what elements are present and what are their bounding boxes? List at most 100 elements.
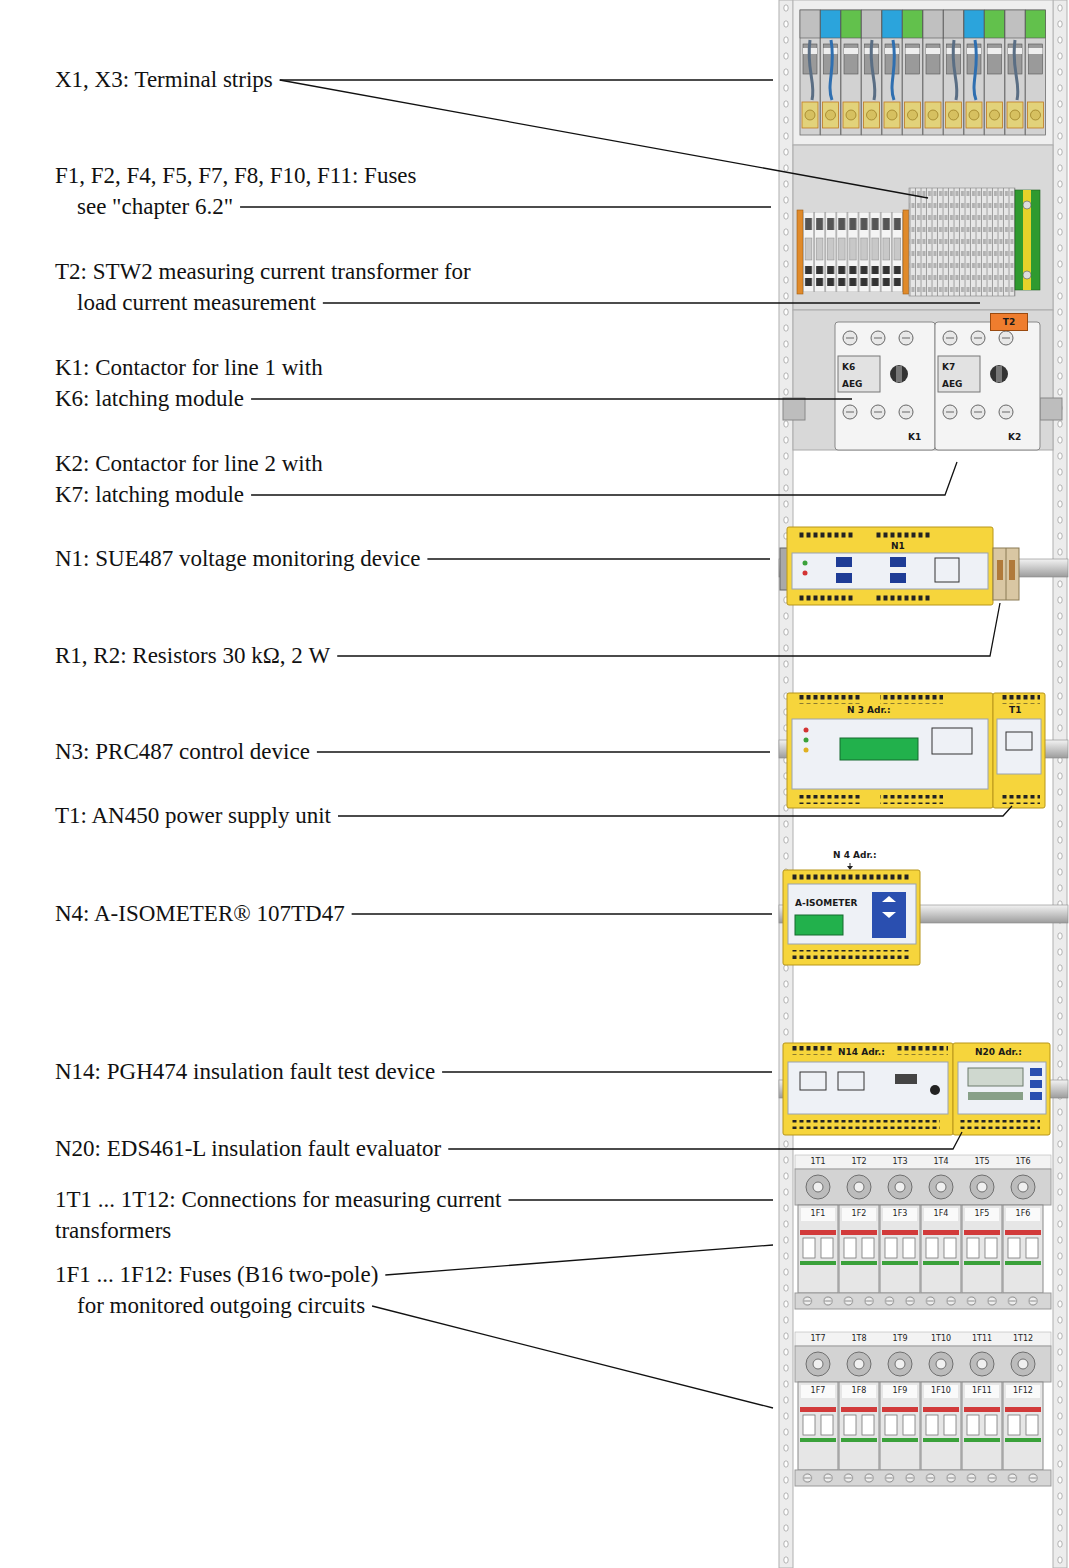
- device-box: N1: [787, 527, 993, 605]
- terminal-strip-top: [892, 40, 894, 100]
- terminal-strip-top: [800, 10, 1046, 38]
- device-tag: K1: [908, 432, 921, 443]
- leader-line: [337, 603, 1000, 656]
- device-tag: T2: [1003, 317, 1015, 328]
- caption-holder: T2: STW2 measuring current transformer f…: [55, 256, 473, 318]
- part-caption: F1, F2, F4, F5, F7, F8, F10, F11: Fuses …: [55, 160, 419, 222]
- mounting-rails: [779, 0, 1067, 1568]
- device-tag: T1: [1009, 705, 1021, 716]
- device-tag: K7: [942, 362, 955, 373]
- contactor-plate: [946, 412, 954, 413]
- contactor-plate: [943, 405, 957, 419]
- power-supply: [1006, 732, 1032, 750]
- part-caption: K1: Contactor for line 1 with K6: latchi…: [55, 352, 325, 414]
- voltage-monitor: [993, 548, 1019, 600]
- contactor-plate: [990, 365, 1008, 383]
- voltage-monitor: [792, 553, 988, 589]
- control-device: [804, 748, 809, 753]
- voltage-monitor: [935, 558, 959, 582]
- circuit-number: 1T3: [892, 1157, 907, 1167]
- circuit-number: 1F2: [852, 1209, 867, 1219]
- terminal-strip-top: [841, 10, 861, 135]
- fuse-and-terminal-plate: [803, 212, 903, 292]
- fuse-and-terminal-plate: [797, 210, 803, 294]
- tag-holder: 1T1: [810, 1157, 825, 1167]
- test-and-evaluator-devices: [958, 1062, 1046, 1114]
- circuit-number: 1F11: [972, 1386, 992, 1396]
- leader-line: [338, 806, 1012, 816]
- contactor-plate: [974, 412, 982, 413]
- terminal-strip-top: [1005, 10, 1025, 135]
- device-tag: N14 Adr.:: [838, 1047, 885, 1058]
- fuse-and-terminal-plate: [793, 145, 1053, 310]
- tag-holder: 1T3: [892, 1157, 907, 1167]
- terminal-strip-top: [862, 10, 882, 38]
- leader-line: [280, 79, 773, 80]
- contactor-plate: [838, 356, 880, 392]
- circuit-number: 1T5: [974, 1157, 989, 1167]
- fuse-and-terminal-plate: [903, 210, 909, 294]
- tag-holder: 1F1: [811, 1209, 826, 1219]
- test-and-evaluator-devices: [838, 1072, 864, 1090]
- tag-holder: 1F5: [975, 1209, 990, 1219]
- tag-holder: 1T8: [851, 1334, 866, 1344]
- device-box: K7AEGK2: [935, 322, 1040, 450]
- power-supply: [993, 693, 1045, 808]
- contactor-plate: [835, 322, 935, 450]
- tag-holder: 1T6: [1015, 1157, 1030, 1167]
- terminal-strip-top: [1026, 10, 1046, 135]
- circuit-number: 1T6: [1015, 1157, 1030, 1167]
- contactor-plate: [902, 338, 910, 339]
- power-supply: [993, 693, 1045, 808]
- device-box: N 4 Adr.:A-ISOMETER: [783, 848, 920, 965]
- test-and-evaluator-devices: [1030, 1080, 1042, 1088]
- leader-line: [323, 302, 980, 303]
- part-caption: N14: PGH474 insulation fault test device: [55, 1056, 435, 1087]
- voltage-monitor: [890, 573, 906, 583]
- terminal-strip-top: [793, 0, 1053, 145]
- voltage-monitor: [876, 529, 932, 538]
- control-device: [880, 795, 943, 804]
- circuit-number: 1T2: [851, 1157, 866, 1167]
- insulation-monitor: [790, 950, 910, 959]
- terminal-strip-top: [944, 10, 964, 38]
- caption-holder: T1: AN450 power supply unit: [55, 800, 331, 831]
- voltage-monitor: [797, 529, 853, 538]
- tag-holder: 1T9: [892, 1334, 907, 1344]
- contactor-plate: [874, 412, 882, 413]
- device-box: K6AEGK1: [835, 322, 935, 450]
- contactor-plate: [874, 338, 882, 339]
- terminal-strip-top: [923, 10, 943, 135]
- terminal-strip-top: [953, 40, 957, 100]
- terminal-strip-top: [985, 10, 1005, 38]
- contactor-plate: [971, 405, 985, 419]
- terminal-strip-top: [830, 40, 832, 100]
- contactor-plate: [1040, 398, 1062, 420]
- tag-holder: 1F11: [972, 1386, 992, 1396]
- part-caption: 1T1 ... 1T12: Connections for measuring …: [55, 1184, 504, 1246]
- tag-holder: 1F2: [852, 1209, 867, 1219]
- test-and-evaluator-devices: [790, 1046, 832, 1055]
- terminal-strip-top: [821, 10, 841, 38]
- caption-holder: X1, X3: Terminal strips: [55, 64, 273, 95]
- voltage-monitor: [1009, 560, 1015, 580]
- part-caption: X1, X3: Terminal strips: [55, 64, 273, 95]
- test-and-evaluator-devices: [788, 1062, 948, 1114]
- test-and-evaluator-devices: [1030, 1068, 1042, 1076]
- control-device: [792, 719, 988, 789]
- caption-holder: K2: Contactor for line 2 with K7: latchi…: [55, 448, 325, 510]
- contactor-plate: [946, 338, 954, 339]
- leader-line: [442, 1071, 772, 1072]
- part-caption: K2: Contactor for line 2 with K7: latchi…: [55, 448, 325, 510]
- leader-line: [352, 913, 772, 914]
- voltage-monitor: [787, 527, 993, 605]
- fuse-and-terminal-plate: [909, 188, 1015, 296]
- contactor-plate: [783, 310, 1062, 450]
- device-tag: A-ISOMETER: [795, 898, 858, 909]
- contactor-plate: [846, 338, 854, 339]
- circuit-number: 1T9: [892, 1334, 907, 1344]
- circuit-number: 1F9: [893, 1386, 908, 1396]
- control-device: [840, 738, 918, 760]
